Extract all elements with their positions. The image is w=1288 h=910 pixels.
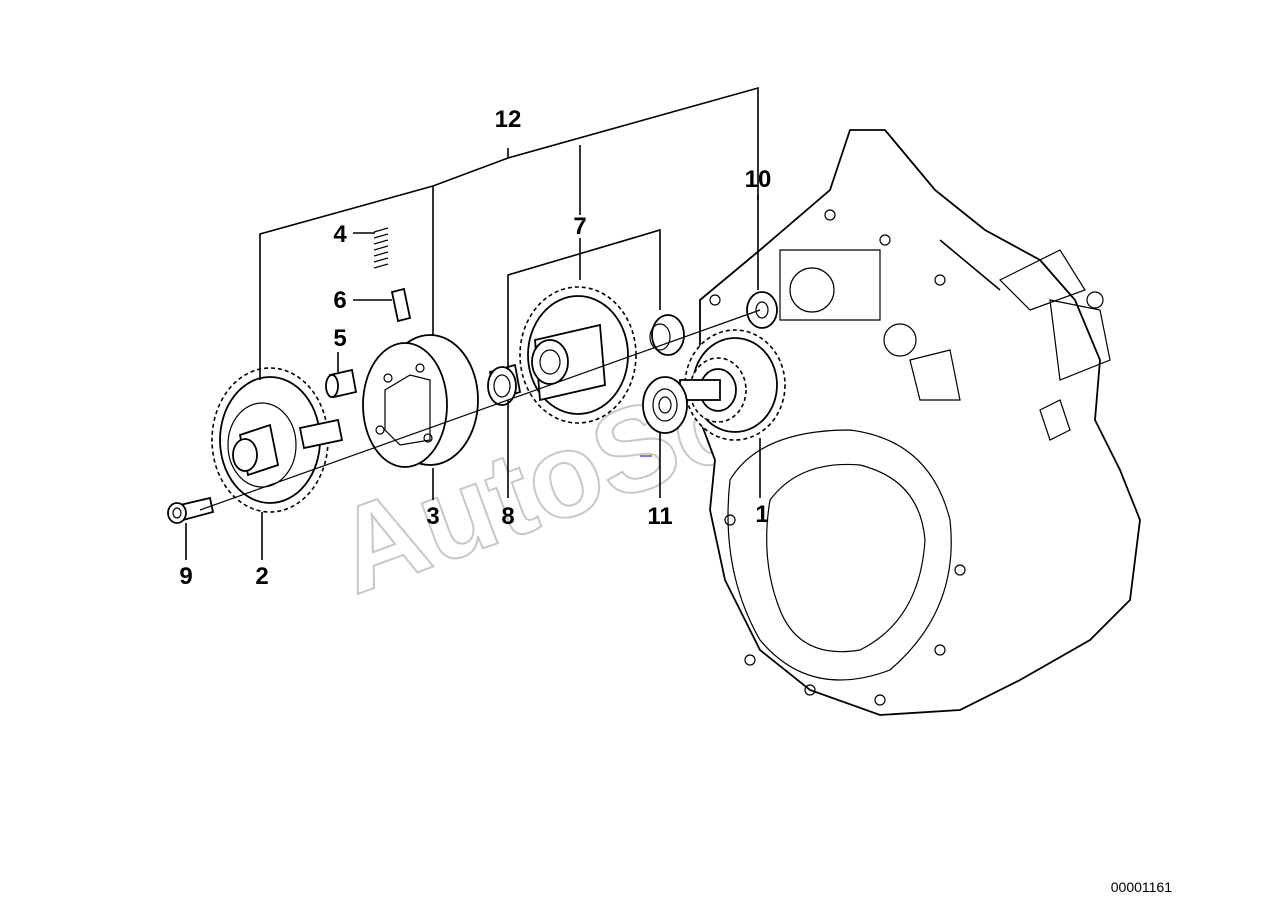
hub-gear-part-2	[211, 367, 344, 513]
callout-4: 4	[333, 221, 347, 248]
callout-8: 8	[501, 503, 514, 530]
callout-9: 9	[179, 563, 192, 590]
callout-11: 11	[647, 503, 672, 530]
callout-12: 12	[495, 106, 522, 133]
shaft-gear-part-1	[679, 329, 786, 441]
roller-part-5	[325, 368, 358, 399]
callout-10: 10	[745, 166, 772, 193]
spring-part-4	[373, 227, 389, 269]
callout-6: 6	[333, 287, 346, 314]
bolt-part-9	[167, 496, 215, 524]
clutch-housing-part-3	[362, 334, 479, 468]
needle-bearing-part-8	[487, 363, 522, 406]
large-gear-part-7	[519, 286, 637, 424]
callout-2: 2	[255, 563, 268, 590]
callout-1: 1	[755, 501, 768, 528]
callout-7: 7	[573, 213, 586, 240]
pin-part-6	[390, 287, 412, 323]
callout-5: 5	[333, 325, 346, 352]
seal-ring-part-10	[746, 291, 778, 329]
bushing-upper	[649, 314, 685, 356]
callout-3: 3	[426, 503, 439, 530]
leader-lines	[185, 86, 1001, 560]
bearing-part-11	[642, 376, 688, 434]
document-id: 00001161	[1111, 879, 1172, 895]
assembly-axis	[199, 309, 761, 511]
gearbox-housing	[699, 129, 1141, 716]
callout-labels: 1 2 3 4 5 6 7 8 9 10 11 12	[179, 106, 771, 590]
